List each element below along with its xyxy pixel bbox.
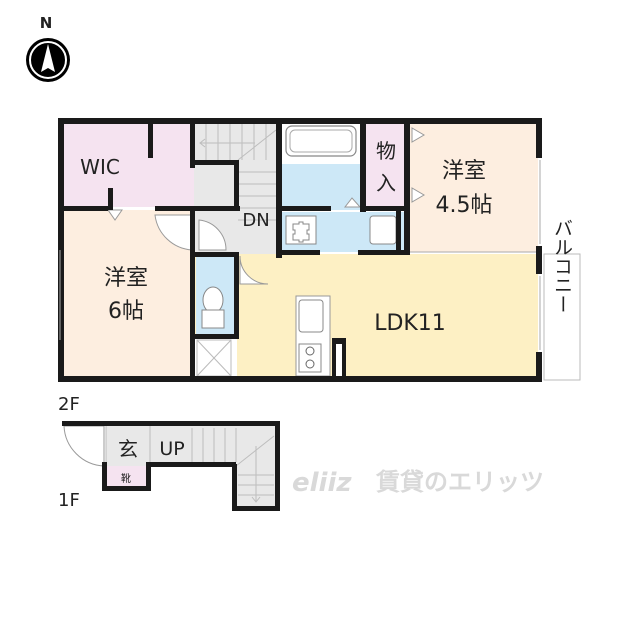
sink-icon [369, 215, 397, 245]
storage-room [366, 122, 410, 210]
stove-icon [298, 343, 322, 373]
stairs-down-label: DN [242, 210, 269, 231]
stair-treads [199, 124, 277, 221]
toilet-icon [202, 286, 224, 314]
room-6-size: 6帖 [108, 299, 144, 324]
floor-1f-label: 1F [58, 490, 80, 511]
stairs-up-label: UP [159, 438, 184, 460]
stair-treads-1f [191, 428, 275, 503]
ldk-label: LDK11 [374, 311, 446, 336]
storage-label-2: 入 [376, 171, 396, 195]
storage-label-1: 物 [376, 139, 396, 163]
room-45-name: 洋室 [442, 159, 486, 184]
wic-label: WIC [80, 155, 120, 179]
ldk-room [193, 254, 538, 378]
kitchen-sink-icon [298, 299, 324, 333]
room-45-size: 4.5帖 [436, 193, 493, 218]
north-arrow-icon [26, 38, 70, 82]
western-room-45 [410, 122, 538, 252]
walls-2f [58, 118, 542, 382]
entrance-label: 玄 [118, 437, 138, 461]
walls-1f [62, 421, 280, 511]
room-6-name: 洋室 [104, 266, 148, 291]
balcony [543, 253, 581, 381]
door-swings [107, 127, 425, 285]
watermark-text: 賃貸のエリッツ [375, 468, 544, 496]
entrance-door-swing [63, 425, 105, 467]
balcony-label: バルコニー [551, 219, 573, 314]
watermark-logo: eliiz [292, 468, 352, 498]
north-compass: N [26, 14, 70, 82]
wic-room [62, 122, 192, 207]
washing-machine-icon [285, 215, 317, 245]
north-label: N [40, 14, 53, 32]
floor-2f-label: 2F [58, 394, 80, 415]
shoe-box-label: 靴 [121, 472, 131, 485]
bathtub-icon [285, 125, 357, 157]
windows [59, 160, 541, 350]
shoe-box [106, 466, 150, 486]
entrance [106, 426, 150, 466]
